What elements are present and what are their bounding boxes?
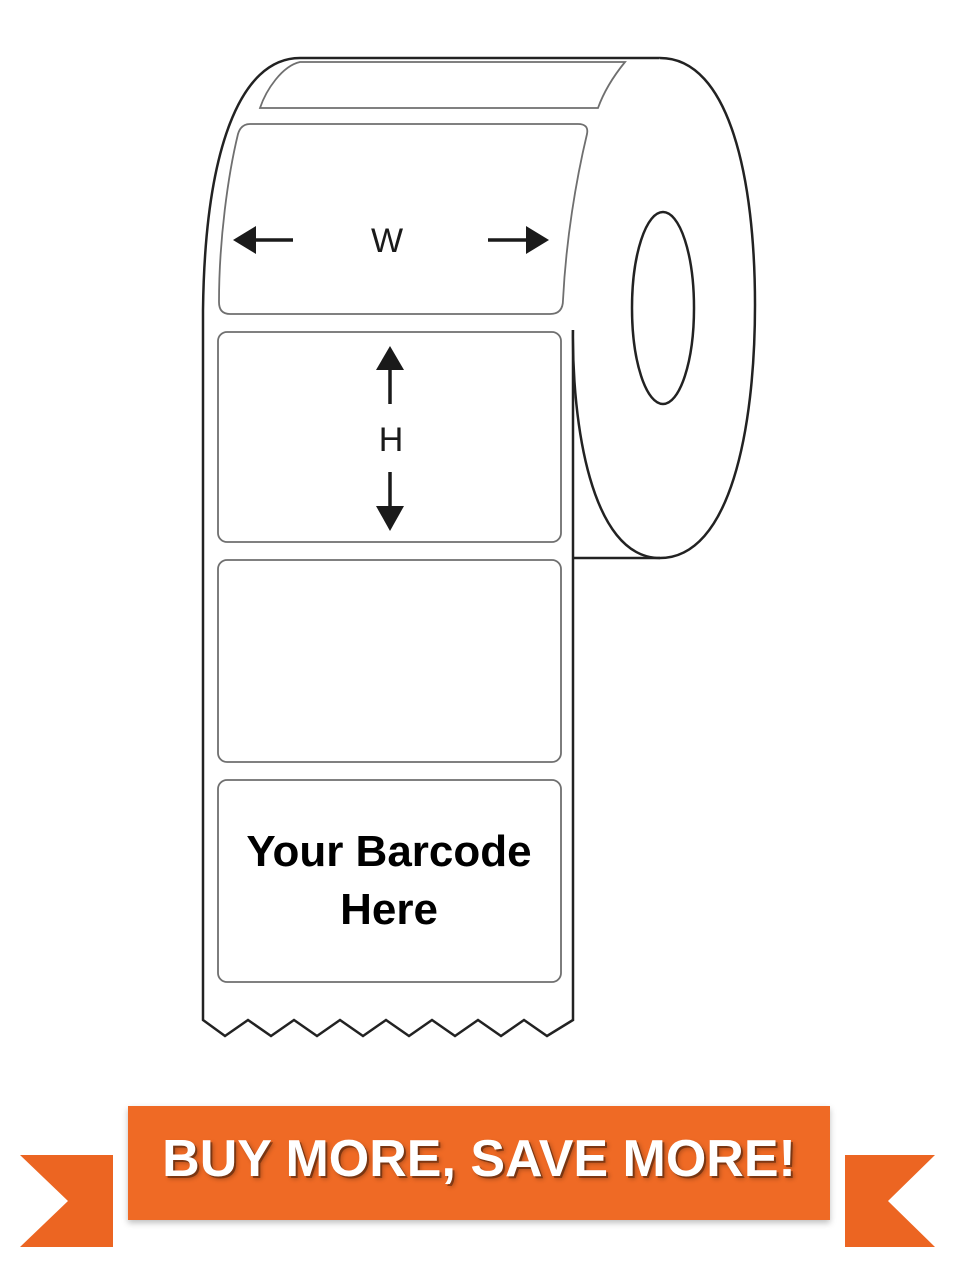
width-label: W (371, 222, 403, 260)
width-arrow-left (233, 226, 293, 254)
label-top-curved (258, 61, 627, 109)
label-blank (217, 559, 562, 763)
label-barcode (217, 779, 562, 983)
barcode-text-line2: Here (340, 885, 438, 934)
roll-core-hole (630, 210, 696, 406)
width-arrow-right (488, 226, 549, 254)
label-height (217, 331, 562, 543)
height-label: H (379, 421, 404, 459)
height-arrow-up (376, 346, 404, 404)
promo-banner[interactable]: BUY MORE, SAVE MORE! (128, 1106, 830, 1220)
promo-banner-text: BUY MORE, SAVE MORE! (162, 1130, 796, 1188)
barcode-text-line1: Your Barcode (246, 827, 531, 876)
label-width (218, 123, 589, 315)
ribbon-tail-left (20, 1155, 113, 1247)
height-arrow-down (376, 472, 404, 531)
ribbon-tail-right (845, 1155, 935, 1247)
